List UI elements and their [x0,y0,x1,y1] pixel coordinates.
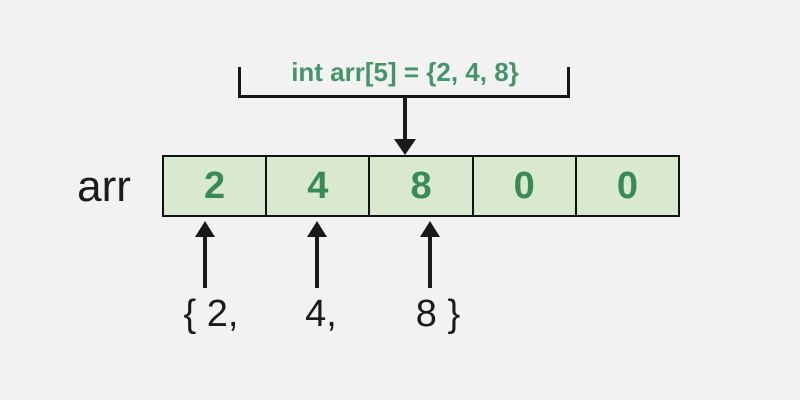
bracket-left-tick [238,67,241,98]
up-arrow-shaft [315,236,319,288]
initializer-label-0: { 2, [183,293,239,335]
up-arrow-head-icon [307,221,327,237]
array-cell-1: 4 [265,157,368,215]
up-arrow-head-icon [420,221,440,237]
up-arrow-head-icon [195,221,215,237]
array-cells: 2 4 8 0 0 [162,155,680,217]
up-arrow-shaft [428,236,432,288]
up-arrow-shaft [203,236,207,288]
array-cell-4: 0 [574,157,678,215]
array-cell-2: 8 [368,157,471,215]
declaration-text: int arr[5] = {2, 4, 8} [291,57,519,87]
initializer-label-2: 8 } [415,293,461,335]
down-arrow-shaft [403,97,407,141]
initializer-label-1: 4, [305,293,337,335]
array-cell-0: 2 [204,164,226,207]
down-arrow-head-icon [394,139,416,155]
array-name-label: arr [77,162,131,211]
bracket-line [238,95,570,98]
bracket-right-tick [567,67,570,98]
array-cell-3: 0 [471,157,575,215]
